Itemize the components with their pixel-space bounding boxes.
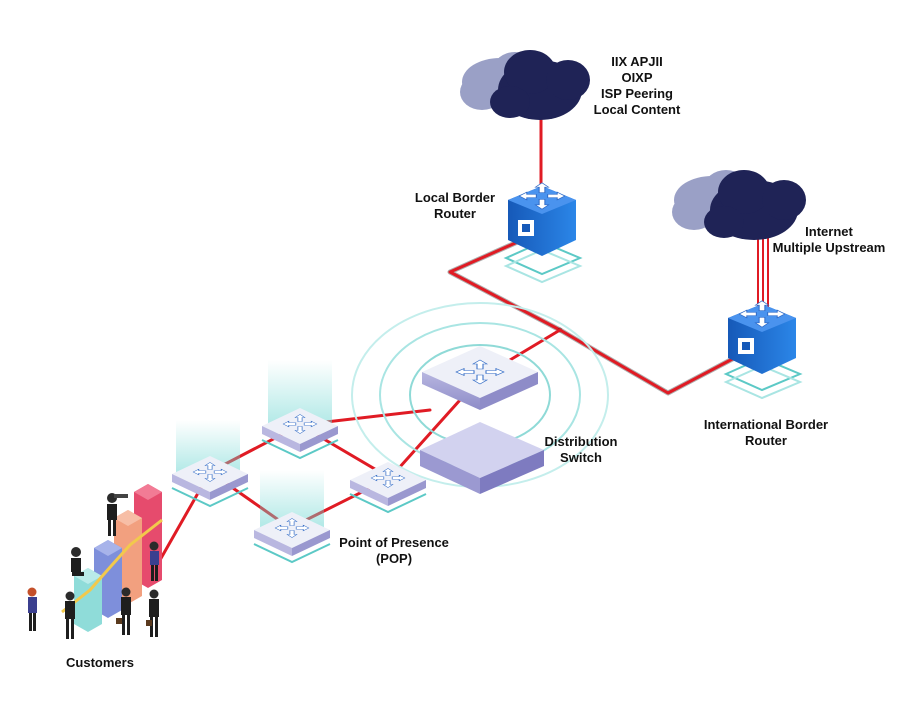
people-icon: [27, 484, 163, 639]
local-border-router-label: Local Border Router: [405, 190, 505, 222]
link-switch-pop-right: [388, 398, 462, 480]
peering-line: IIX APJII: [611, 54, 663, 69]
distribution-switch-label: Distribution Switch: [536, 434, 626, 466]
international-border-router-line: International Border: [703, 417, 829, 432]
pop-line: Point of Presence: [339, 535, 449, 550]
link-junction-switch: [508, 328, 562, 362]
link-junction-intl-red: [558, 328, 742, 395]
pop-router-right: [349, 462, 427, 514]
pop-line: (POP): [375, 551, 413, 566]
internet-line: Internet: [805, 224, 853, 239]
link-local-to-junction-red: [448, 238, 562, 332]
internet-line: Multiple Upstream: [772, 240, 886, 255]
peering-line: OIXP: [621, 70, 653, 85]
distribution-switch: [351, 302, 609, 494]
international-border-router-line: Router: [745, 433, 787, 448]
pop-label: Point of Presence (POP): [336, 535, 452, 567]
peering-label: IIX APJII OIXP ISP Peering Local Content: [582, 54, 692, 118]
cloud-icon: [460, 50, 590, 120]
local-border-router-line: Router: [434, 206, 476, 221]
pop-router-upper: [261, 360, 339, 460]
network-links: [158, 108, 769, 562]
customers-label: Customers: [66, 655, 134, 670]
cloud-icon: [672, 170, 806, 240]
local-border-router-line: Local Border: [414, 190, 496, 205]
local-border-router: [503, 182, 583, 284]
peering-line: ISP Peering: [600, 86, 673, 101]
distribution-switch-line: Switch: [560, 450, 602, 465]
international-border-router: [723, 300, 803, 400]
pop-router-left: [171, 420, 249, 508]
pop-router-bottom: [253, 470, 331, 564]
distribution-switch-line: Distribution: [544, 434, 618, 449]
internet-label: Internet Multiple Upstream: [768, 224, 890, 256]
international-border-router-label: International Border Router: [696, 417, 836, 449]
peering-line: Local Content: [593, 102, 681, 117]
